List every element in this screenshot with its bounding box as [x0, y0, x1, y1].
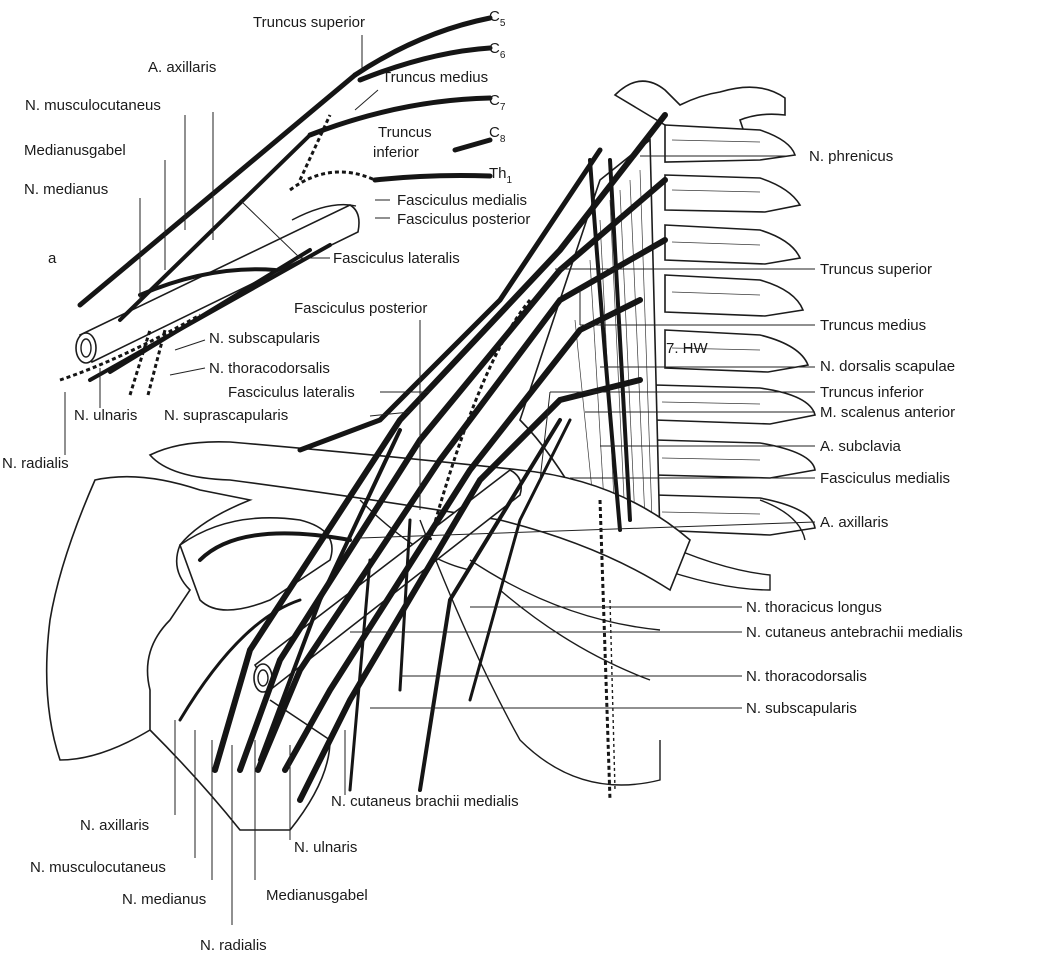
label-fasciculus-lateralis: Fasciculus lateralis — [228, 384, 355, 401]
label-inset-truncus-inferior-2: inferior — [373, 144, 419, 161]
label-inset-n-medianus: N. medianus — [24, 181, 108, 198]
label-n-cutaneus-antebrachii-medialis: N. cutaneus antebrachii medialis — [746, 624, 963, 641]
label-inset-n-radialis: N. radialis — [2, 455, 69, 472]
label-vertebra-7hw: 7. HW — [666, 340, 709, 357]
label-n-cutaneus-brachii-medialis: N. cutaneus brachii medialis — [331, 793, 519, 810]
label-a-subclavia: A. subclavia — [820, 438, 902, 455]
label-inset-n-ulnaris: N. ulnaris — [74, 407, 137, 424]
label-truncus-inferior: Truncus inferior — [820, 384, 924, 401]
label-inset-fasciculus-medialis: Fasciculus medialis — [397, 192, 527, 209]
label-inset-a-axillaris: A. axillaris — [148, 59, 216, 76]
label-inset-n-subscapularis: N. subscapularis — [209, 330, 320, 347]
label-n-thoracicus-longus: N. thoracicus longus — [746, 599, 882, 616]
label-truncus-superior: Truncus superior — [820, 261, 932, 278]
label-inset-c5: C5 — [489, 8, 506, 29]
label-inset-fasciculus-posterior: Fasciculus posterior — [397, 211, 530, 228]
label-fasciculus-medialis: Fasciculus medialis — [820, 470, 950, 487]
label-inset-th1: Th1 — [489, 165, 513, 186]
label-fasciculus-posterior: Fasciculus posterior — [294, 300, 427, 317]
label-inset-c7: C7 — [489, 92, 506, 113]
label-m-scalenus-anterior: M. scalenus anterior — [820, 404, 955, 421]
label-inset-n-thoracodorsalis: N. thoracodorsalis — [209, 360, 330, 377]
label-n-axillaris: N. axillaris — [80, 817, 149, 834]
label-n-musculocutaneus: N. musculocutaneus — [30, 859, 166, 876]
label-n-suprascapularis: N. suprascapularis — [164, 407, 288, 424]
label-inset-truncus-superior: Truncus superior — [253, 14, 365, 31]
label-inset-fasciculus-lateralis: Fasciculus lateralis — [333, 250, 460, 267]
label-inset-c6: C6 — [489, 40, 506, 61]
label-inset-truncus-inferior-1: Truncus — [378, 124, 432, 141]
label-inset-n-musculocutaneus: N. musculocutaneus — [25, 97, 161, 114]
label-n-thoracodorsalis: N. thoracodorsalis — [746, 668, 867, 685]
label-n-dorsalis-scapulae: N. dorsalis scapulae — [820, 358, 955, 375]
label-truncus-medius: Truncus medius — [820, 317, 926, 334]
label-a-axillaris: A. axillaris — [820, 514, 888, 531]
panel-label: a — [48, 250, 57, 267]
label-medianusgabel: Medianusgabel — [266, 887, 368, 904]
label-n-ulnaris: N. ulnaris — [294, 839, 357, 856]
label-inset-truncus-medius: Truncus medius — [382, 69, 488, 86]
label-n-phrenicus: N. phrenicus — [809, 148, 893, 165]
label-n-radialis: N. radialis — [200, 937, 267, 954]
label-n-subscapularis: N. subscapularis — [746, 700, 857, 717]
label-inset-medianusgabel: Medianusgabel — [24, 142, 126, 159]
label-n-medianus: N. medianus — [122, 891, 206, 908]
